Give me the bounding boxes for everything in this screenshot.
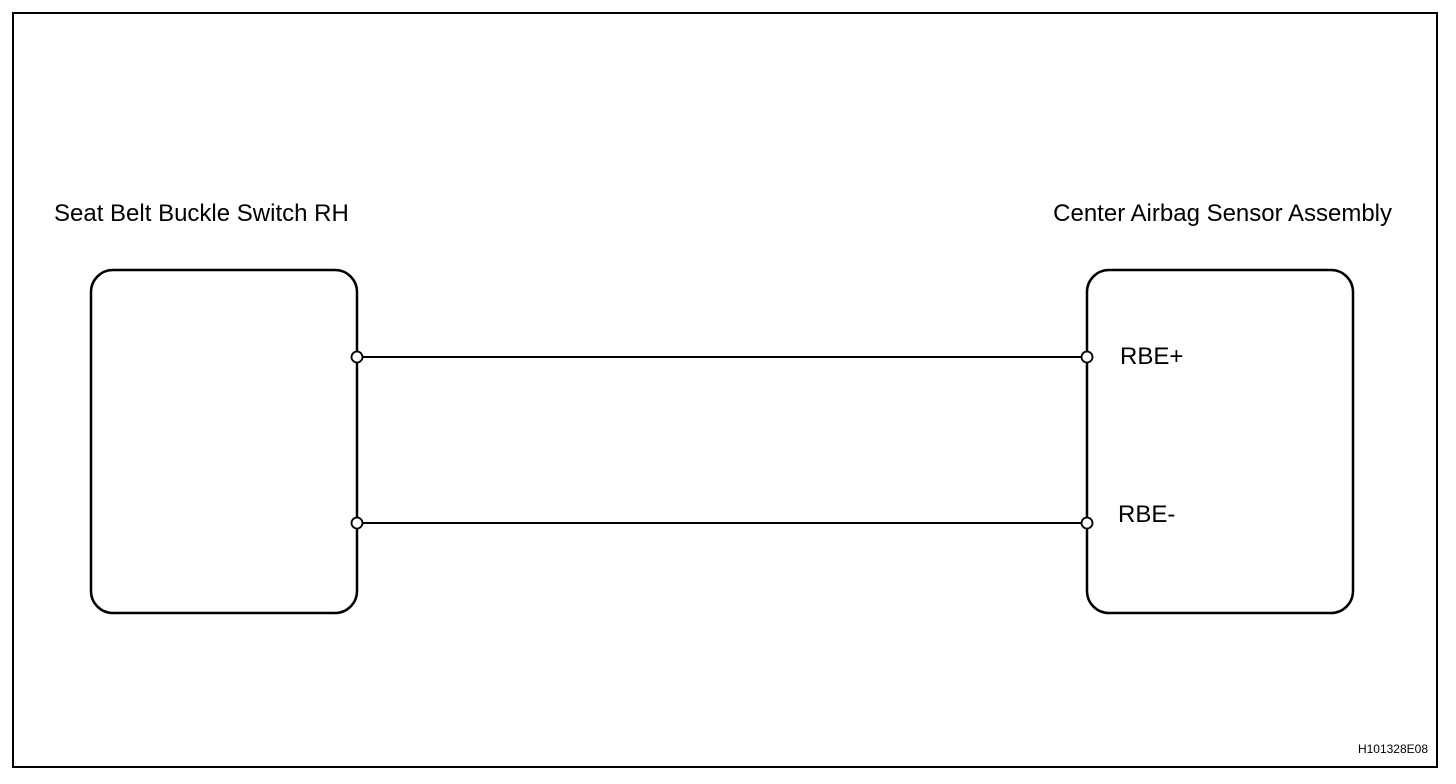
terminal-right-upper <box>1080 350 1094 364</box>
seat-belt-buckle-switch-box <box>89 268 359 615</box>
pin-label-rbe-plus: RBE+ <box>1120 343 1184 370</box>
right-component-label: Center Airbag Sensor Assembly <box>1053 200 1392 227</box>
terminal-right-lower <box>1080 516 1094 530</box>
pin-label-rbe-minus: RBE- <box>1118 501 1176 528</box>
terminal-left-lower <box>350 516 364 530</box>
diagram-frame <box>12 12 1438 768</box>
figure-id: H101328E08 <box>1357 742 1428 756</box>
center-airbag-sensor-box <box>1085 268 1355 615</box>
terminal-left-upper <box>350 350 364 364</box>
left-component-label: Seat Belt Buckle Switch RH <box>54 200 349 227</box>
